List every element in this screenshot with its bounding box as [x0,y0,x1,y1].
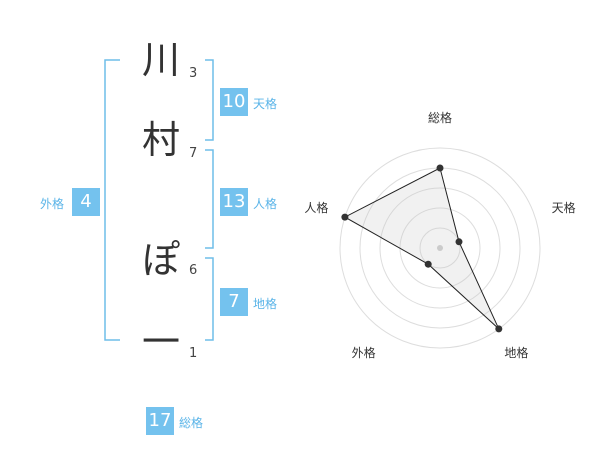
tenkaku-bracket [205,59,214,141]
radar-axis-label-2: 天格 [552,200,576,215]
name-char-2: 村 [141,118,180,162]
chikaku-value: 7 [220,288,248,316]
jinkaku-label: 人格 [253,197,278,211]
radar-axis-label-5: 人格 [304,200,328,215]
stroke-count-1: 3 [189,66,198,81]
radar-center [437,245,443,251]
radar-polygon [343,167,500,330]
radar-axis-label-1: 総格 [428,110,452,125]
radar-point-5 [341,213,349,221]
jinkaku-value: 13 [220,188,248,216]
name-char-1: 川 [141,38,180,82]
stroke-count-4: 1 [189,346,198,361]
radar-ring [419,227,461,269]
radar-point-1 [436,164,444,172]
radar-point-3 [495,325,503,333]
gaikaku-value: 4 [72,188,100,216]
stroke-count-2: 7 [189,146,198,161]
name-char-4: 一 [141,320,180,364]
radar-ring [379,187,501,309]
gaikaku-bracket [104,59,120,341]
chikaku-label: 地格 [253,297,278,311]
jinkaku-bracket [205,149,214,249]
name-char-3: ぽ [141,238,180,282]
radar-point-4 [424,260,432,268]
stroke-count-3: 6 [189,263,198,278]
soukaku-value: 17 [146,407,174,435]
gaikaku-label: 外格 [40,197,65,211]
tenkaku-label: 天格 [253,97,278,111]
radar-point-2 [455,238,463,246]
radar-axis-label-4: 外格 [352,345,376,360]
chikaku-bracket [205,257,214,341]
soukaku-label: 総格 [179,416,204,430]
radar-ring [339,147,541,349]
tenkaku-value: 10 [220,88,248,116]
radar-axis-label-3: 地格 [504,345,528,360]
